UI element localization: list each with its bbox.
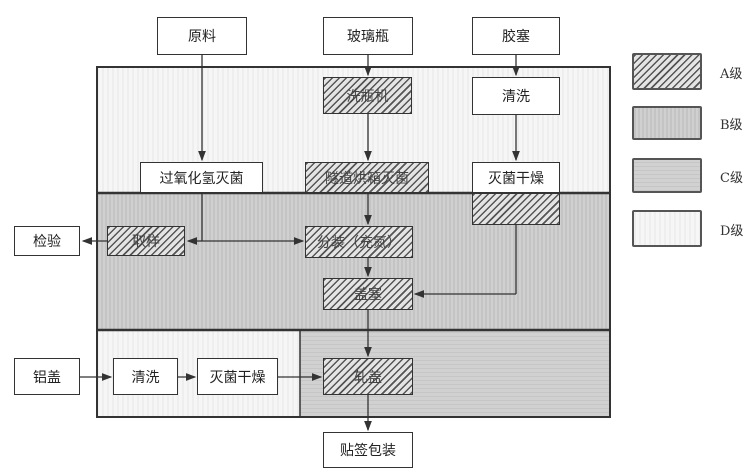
label: 洗瓶机 [346, 88, 389, 105]
label: 清洗 [131, 369, 160, 386]
glass-bottle-box: 玻璃瓶 [323, 17, 413, 55]
h2o2-sterilize-box: 过氧化氢灭菌 [140, 162, 263, 193]
label: 检验 [33, 234, 61, 250]
label: 灭菌干燥 [488, 170, 544, 187]
inspection-box: 检验 [14, 226, 80, 256]
sampling-box: 取样 [107, 226, 185, 256]
legend-label-d: D级 [720, 224, 744, 239]
cap-wash-box: 清洗 [113, 358, 178, 395]
stoppering-box: 盖塞 [323, 278, 413, 310]
label: 灭菌干燥 [209, 369, 266, 386]
label: 玻璃瓶 [347, 29, 389, 45]
capping-box: 轧盖 [323, 358, 413, 395]
legend-label-a: A级 [720, 67, 743, 82]
label: 清洗 [502, 89, 530, 105]
label-pack-box: 贴签包装 [323, 432, 413, 468]
legend-label-b: B级 [720, 118, 743, 133]
label: 原料 [188, 29, 216, 45]
label: 取样 [132, 234, 160, 250]
label: 轧盖 [354, 369, 382, 386]
filling-box: 分装（充氮） [305, 226, 413, 258]
stopper-grade-a-zone [472, 193, 560, 225]
stopper-wash-box: 清洗 [472, 77, 560, 115]
rubber-stopper-box: 胶塞 [472, 17, 560, 55]
label: 隧道烘箱灭菌 [325, 170, 409, 187]
cap-sterilize-dry-box: 灭菌干燥 [197, 358, 278, 395]
label: 分装（充氮） [317, 235, 401, 251]
label: 铝盖 [33, 369, 61, 386]
legend-swatch-d [632, 210, 702, 247]
aluminum-cap-box: 铝盖 [14, 358, 80, 395]
label: 过氧化氢灭菌 [159, 170, 244, 187]
bottle-washer-box: 洗瓶机 [323, 77, 412, 114]
raw-material-box: 原料 [157, 17, 247, 55]
label: 贴签包装 [340, 443, 396, 459]
legend-swatch-a [632, 53, 702, 90]
label: 盖塞 [354, 287, 382, 303]
legend-label-c: C级 [720, 171, 743, 186]
tunnel-oven-sterilize-box: 隧道烘箱灭菌 [305, 162, 429, 193]
legend-swatch-b [632, 106, 702, 140]
stopper-sterilize-dry-box: 灭菌干燥 [472, 162, 560, 193]
label: 胶塞 [502, 29, 530, 45]
legend-swatch-c [632, 158, 702, 193]
